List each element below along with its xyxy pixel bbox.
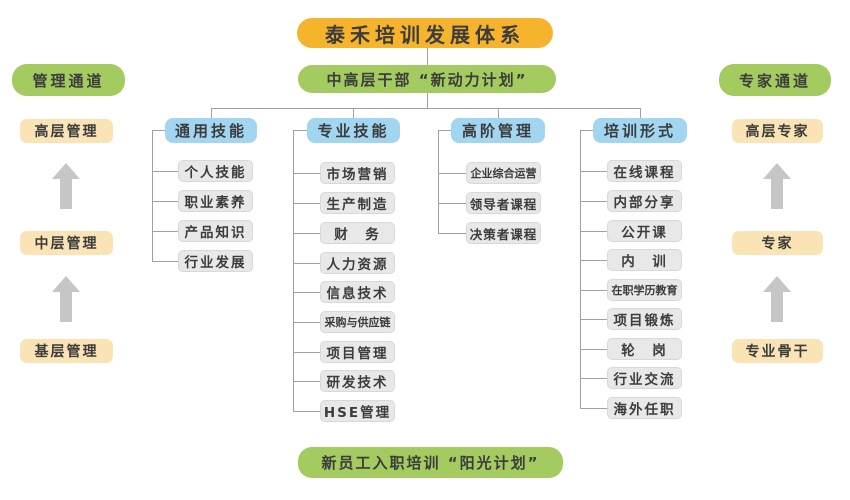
tree-item: 决策者课程	[466, 222, 541, 244]
connector-line	[293, 381, 320, 382]
connector-line	[438, 173, 466, 174]
connector-line	[427, 48, 428, 65]
bottom-banner: 新员工入职培训 “阳光计划”	[298, 447, 563, 478]
connector-line	[438, 233, 466, 234]
tree-item: 采购与供应链	[320, 311, 395, 333]
connector-line	[293, 411, 320, 412]
connector-line	[580, 349, 607, 350]
left-channel-header: 管理通道	[12, 64, 125, 96]
tree-item: 生产制造	[320, 192, 395, 214]
right-channel-level: 专家	[732, 231, 823, 255]
tree-item: 内部分享	[607, 190, 682, 212]
tree-item: 项目锻炼	[607, 308, 682, 330]
tree-item: 项目管理	[320, 341, 395, 363]
up-arrow-icon	[763, 163, 791, 209]
connector-line	[438, 203, 466, 204]
tree-item: 信息技术	[320, 281, 395, 303]
connector-line	[353, 108, 354, 118]
connector-line	[580, 408, 607, 409]
right-channel-level: 专业骨干	[732, 339, 823, 363]
connector-line	[498, 108, 499, 118]
connector-line	[427, 93, 428, 108]
left-channel-level: 基层管理	[20, 339, 113, 363]
connector-line	[580, 260, 607, 261]
connector-line	[152, 171, 178, 172]
connector-line	[152, 261, 178, 262]
tree-item: 财 务	[320, 222, 395, 244]
tree-item: 市场营销	[320, 162, 395, 184]
tree-item: 海外任职	[607, 397, 682, 419]
tree-item: 公开课	[607, 220, 682, 242]
tree-item: 职业素养	[178, 190, 253, 212]
connector-line	[152, 130, 165, 131]
tree-item: 在职学历教育	[607, 279, 682, 301]
diagram-title: 泰禾培训发展体系	[297, 18, 553, 48]
up-arrow-icon	[763, 276, 791, 322]
connector-line	[293, 233, 320, 234]
tree-item: HSE管理	[320, 400, 395, 422]
connector-line	[293, 203, 320, 204]
column-header-training-forms: 培训形式	[593, 118, 687, 143]
connector-line	[293, 352, 320, 353]
tree-item: 人力资源	[320, 252, 395, 274]
right-channel-header: 专家通道	[719, 64, 831, 96]
tree-item: 企业综合运营	[466, 162, 541, 184]
connector-line	[438, 130, 439, 233]
left-channel-level: 高层管理	[20, 119, 113, 143]
connector-line	[293, 130, 294, 411]
connector-line	[580, 290, 607, 291]
connector-line	[211, 108, 212, 118]
connector-line	[293, 292, 320, 293]
connector-line	[580, 130, 593, 131]
connector-line	[152, 231, 178, 232]
connector-line	[580, 130, 581, 408]
up-arrow-icon	[52, 163, 80, 209]
connector-line	[580, 319, 607, 320]
tree-item: 领导者课程	[466, 192, 541, 214]
right-channel-level: 高层专家	[732, 119, 823, 143]
connector-line	[580, 201, 607, 202]
connector-line	[438, 130, 451, 131]
connector-line	[293, 263, 320, 264]
tree-item: 产品知识	[178, 220, 253, 242]
connector-line	[640, 108, 641, 118]
connector-line	[580, 378, 607, 379]
tree-item: 行业发展	[178, 250, 253, 272]
connector-line	[152, 130, 153, 261]
connector-line	[293, 322, 320, 323]
column-header-professional-skills: 专业技能	[307, 118, 400, 143]
tree-item: 轮 岗	[607, 338, 682, 360]
tree-item: 研发技术	[320, 370, 395, 392]
up-arrow-icon	[52, 276, 80, 322]
connector-line	[580, 171, 607, 172]
connector-line	[293, 130, 307, 131]
tree-item: 在线课程	[607, 160, 682, 182]
column-header-advanced-management: 高阶管理	[451, 118, 545, 143]
tree-item: 行业交流	[607, 367, 682, 389]
top-banner: 中高层干部 “新动力计划”	[298, 65, 556, 93]
left-channel-level: 中层管理	[20, 231, 113, 255]
connector-line	[293, 173, 320, 174]
tree-item: 内 训	[607, 249, 682, 271]
column-header-general-skills: 通用技能	[165, 118, 257, 143]
connector-line	[580, 231, 607, 232]
tree-item: 个人技能	[178, 160, 253, 182]
connector-line	[211, 108, 641, 109]
connector-line	[152, 201, 178, 202]
